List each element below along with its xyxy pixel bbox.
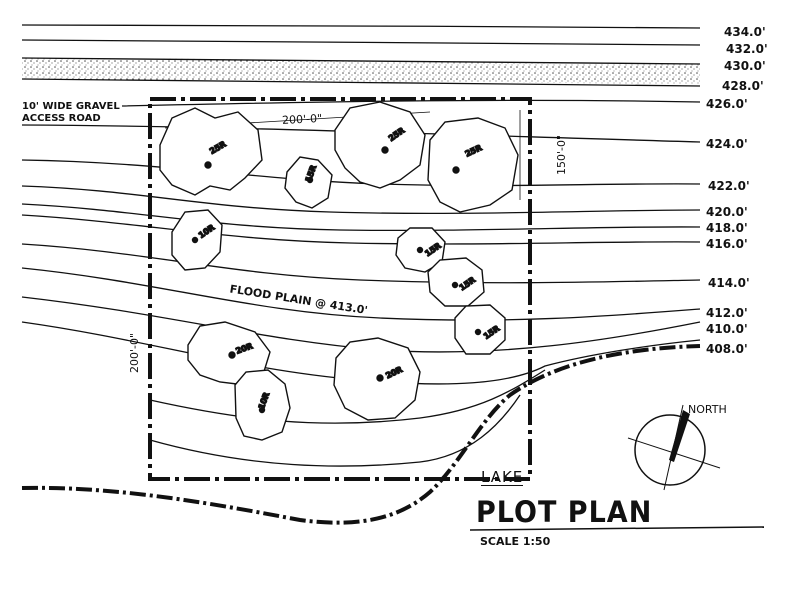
tree-trunk [258, 406, 266, 414]
tree-trunk [416, 246, 424, 254]
tree-trunk [191, 236, 199, 244]
dimension-right: 150'-0" [555, 135, 568, 175]
tree: 25R [334, 101, 426, 189]
tree-trunk [474, 328, 482, 336]
elev-label: 416.0' [706, 237, 748, 251]
tree: 10R [171, 209, 223, 271]
contour-426 [121, 99, 701, 107]
contour-434 [21, 24, 701, 29]
elev-label: 410.0' [706, 322, 748, 336]
contour-414 [21, 243, 701, 284]
title-underline [469, 526, 765, 531]
tree: 20R [333, 337, 421, 421]
gravel-road-band [22, 58, 700, 84]
north-arrow-circle [634, 414, 706, 486]
tree-trunk [452, 166, 460, 174]
tree-trunk [451, 281, 459, 289]
contour-418 [21, 203, 701, 232]
tree-trunk [381, 146, 389, 154]
elev-label: 428.0' [722, 79, 764, 93]
tree-canopy [427, 117, 519, 213]
property-line [148, 97, 532, 481]
tree: 25R [427, 117, 519, 213]
north-arrow-head [669, 410, 690, 462]
lake-label: LAKE [481, 468, 524, 486]
elev-label: 408.0' [706, 342, 748, 356]
elev-label: 430.0' [724, 59, 766, 73]
tree: 25R [159, 107, 263, 196]
contour-430 [21, 57, 701, 65]
access-road-label-line1: 10' WIDE GRAVEL [22, 101, 120, 112]
contour-406 [149, 369, 546, 424]
dimension-top: 200'-0" [282, 112, 323, 127]
north-label: NORTH [688, 403, 727, 416]
elev-label: 418.0' [706, 221, 748, 235]
access-road-label: 10' WIDE GRAVEL ACCESS ROAD [22, 101, 120, 125]
scale-label: SCALE 1:50 [480, 535, 551, 548]
elev-label: 434.0' [724, 25, 766, 39]
tree-canopy [159, 107, 263, 196]
contour-416 [21, 214, 701, 245]
elev-label: 420.0' [706, 205, 748, 219]
tree-trunk [376, 374, 384, 382]
tree: 15R [284, 156, 333, 209]
contour-424 [21, 124, 701, 143]
dimension-left: 200'-0" [128, 333, 141, 373]
tree: 15R [454, 304, 506, 355]
elev-label: 424.0' [706, 137, 748, 151]
tree-trunk [306, 176, 314, 184]
tree-canopy [234, 369, 291, 441]
elev-label: 422.0' [708, 179, 750, 193]
north-arrow [627, 404, 721, 491]
elevation-labels: 434.0' 432.0' 430.0' 428.0' 426.0' 424.0… [706, 25, 768, 356]
elev-label: 414.0' [708, 276, 750, 290]
flood-plain-label: FLOOD PLAIN @ 413.0' [229, 282, 369, 317]
elev-label: 426.0' [706, 97, 748, 111]
tree-trunk [204, 161, 212, 169]
tree-canopy [454, 304, 506, 355]
tree: 10R [234, 369, 291, 441]
access-road-label-line2: ACCESS ROAD [22, 113, 101, 124]
tree: 15R [395, 227, 446, 273]
tree-canopy [334, 101, 426, 189]
elev-label: 432.0' [726, 42, 768, 56]
contour-408 [21, 321, 701, 385]
tree-trunk [228, 351, 236, 359]
contour-432 [21, 39, 701, 46]
contour-404 [149, 394, 521, 467]
trees: 25R 15R 25R 25R 10R 15R [159, 101, 519, 441]
contour-412 [21, 267, 701, 321]
elev-label: 412.0' [706, 306, 748, 320]
tree: 15R [427, 257, 485, 307]
plot-plan-title: PLOT PLAN [476, 495, 653, 530]
contour-420 [21, 185, 701, 215]
tree: 20R [187, 321, 271, 386]
lake-shoreline [21, 344, 701, 525]
